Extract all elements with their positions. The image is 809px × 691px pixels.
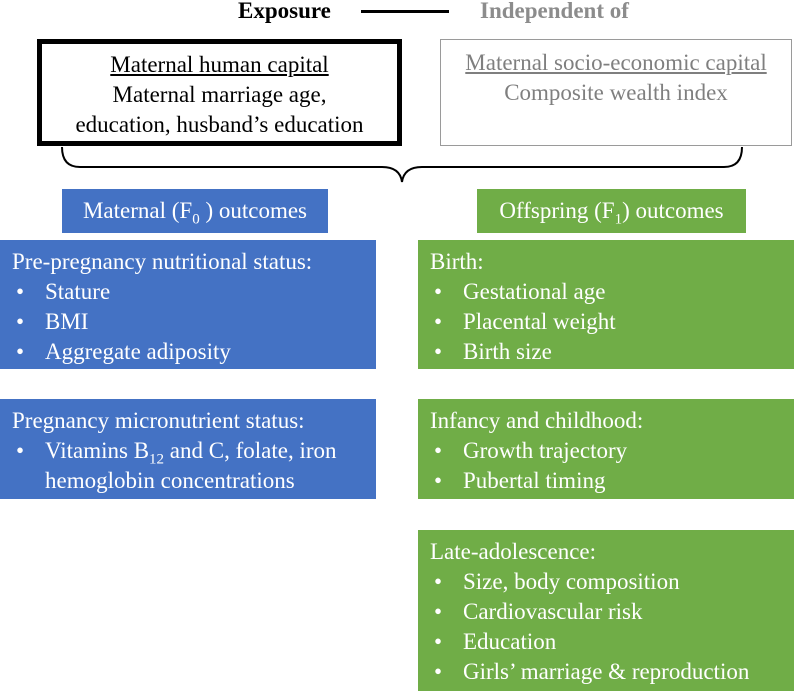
list-item: Growth trajectory [430,436,794,466]
list-item: Size, body composition [430,567,794,597]
card-list: Growth trajectory Pubertal timing [430,436,794,496]
exposure-legend-label: Exposure [238,0,331,23]
offspring-card-childhood: Infancy and childhood: Growth trajectory… [418,399,794,499]
list-item: Vitamins B12 and C, folate, iron [12,436,376,468]
maternal-card-prepregnancy: Pre-pregnancy nutritional status: Statur… [0,240,376,369]
maternal-card-micronutrient: Pregnancy micronutrient status: Vitamins… [0,399,376,499]
card-title: Pre-pregnancy nutritional status: [12,249,313,274]
exposure-box-line2: education, husband’s education [75,112,364,137]
card-list: Stature BMI Aggregate adiposity [12,277,376,367]
card-title: Pregnancy micronutrient status: [12,408,305,433]
independent-box-title: Maternal socio-economic capital [465,50,767,75]
list-item: Education [430,627,794,657]
independent-box-line1: Composite wealth index [504,80,728,105]
card-title: Late-adolescence: [430,539,596,564]
exposure-box-line1: Maternal marriage age, [112,82,327,107]
maternal-header-sub: 0 [192,211,200,228]
offspring-header-sub: 1 [614,211,623,228]
list-item: Stature [12,277,376,307]
maternal-header-suffix: ) outcomes [199,198,308,223]
card-title: Infancy and childhood: [430,408,644,433]
legend-line [361,10,449,13]
item-prefix: Vitamins B [45,438,150,463]
card-title: Birth: [430,249,484,274]
list-item: Girls’ marriage & reproduction [430,657,794,687]
list-item: Aggregate adiposity [12,337,376,367]
card-list: Gestational age Placental weight Birth s… [430,277,794,367]
exposure-box: Maternal human capital Maternal marriage… [37,39,402,146]
card-list: Size, body composition Cardiovascular ri… [430,567,794,687]
card-list: Vitamins B12 and C, folate, iron [12,436,376,468]
independent-legend-label: Independent of [480,0,629,23]
offspring-header-prefix: Offspring (F [499,198,615,223]
list-item-continuation: hemoglobin concentrations [45,468,295,493]
maternal-outcomes-header: Maternal (F0 ) outcomes [62,189,328,233]
maternal-header-prefix: Maternal (F [82,198,193,223]
offspring-card-birth: Birth: Gestational age Placental weight … [418,240,794,369]
item-sub: 12 [149,451,165,468]
list-item: Pubertal timing [430,466,794,496]
list-item: Gestational age [430,277,794,307]
list-item: BMI [12,307,376,337]
list-item: Placental weight [430,307,794,337]
offspring-card-adolescence: Late-adolescence: Size, body composition… [418,530,794,691]
curly-brace [61,146,743,183]
offspring-outcomes-header: Offspring (F1) outcomes [477,189,746,233]
exposure-box-title: Maternal human capital [110,52,329,77]
item-suffix: and C, folate, iron [164,438,337,463]
list-item: Cardiovascular risk [430,597,794,627]
offspring-header-suffix: ) outcomes [622,198,724,223]
list-item: Birth size [430,337,794,367]
independent-box: Maternal socio-economic capital Composit… [440,39,792,146]
